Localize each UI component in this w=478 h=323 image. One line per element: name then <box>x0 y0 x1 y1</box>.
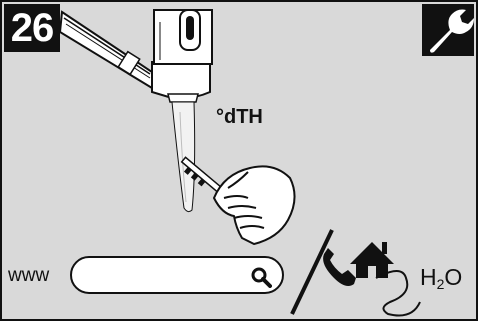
www-label: www <box>8 265 49 287</box>
search-icon[interactable] <box>250 266 272 288</box>
search-input[interactable] <box>70 256 284 294</box>
wrench-icon <box>422 4 474 56</box>
hand <box>214 166 295 244</box>
water-formula: H2O <box>420 264 462 292</box>
water-stream <box>172 102 195 212</box>
phone-icon <box>323 248 356 286</box>
step-number-badge: 26 <box>4 4 60 52</box>
hardness-unit-label: °dTH <box>216 106 263 129</box>
divider-slash <box>292 230 332 314</box>
faucet <box>60 10 212 102</box>
